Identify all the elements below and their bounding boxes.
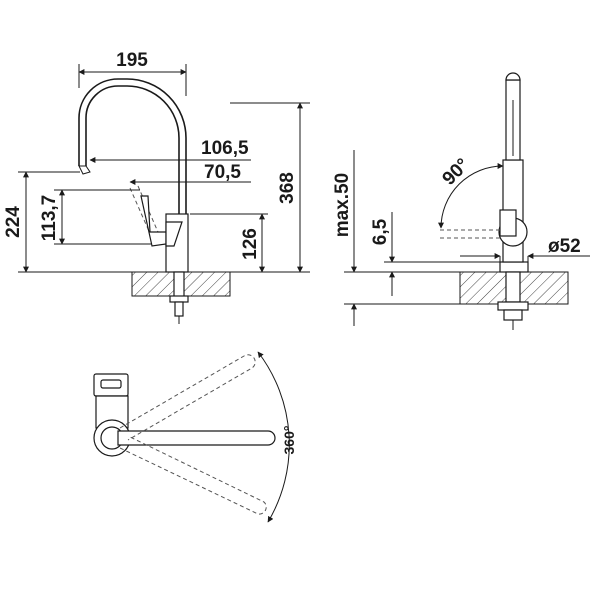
side-lever-angle-label: 90° [439,155,474,190]
side-base-height-label: 6,5 [370,218,391,245]
top-spout-dashed-upper [119,354,256,441]
top-body [95,395,129,429]
front-total-height-label: 368 [277,172,298,204]
side-angle-arc [438,163,504,229]
top-spout-dashed-lower [119,435,267,515]
front-width-label: 195 [116,50,148,71]
front-base-mount [173,271,185,299]
front-spout-reach-label: 106,5 [201,138,249,159]
side-lever-handle [499,209,517,237]
top-rotation-arc [257,351,290,523]
side-base-plate [499,261,529,273]
front-spout-outer [85,85,180,214]
front-outlet-height-label: 224 [3,206,24,238]
front-view: 195 106,5 70,5 368 126 224 113,7 [3,50,310,324]
front-lever-height-label: 113,7 [39,195,60,242]
side-mount-rod [505,271,521,303]
top-spout [117,430,276,446]
side-counter-thickness-label: max.50 [332,173,353,237]
front-spout-inner [78,78,187,214]
front-mount-nut [169,295,189,303]
side-mount-nut [497,301,529,311]
top-rotation-label: 360° [281,426,297,455]
side-view: 90° max.50 6,5 ø52 [332,72,590,330]
top-view: 360° [93,351,297,523]
front-body-offset-label: 70,5 [204,162,241,183]
front-body-height-label: 126 [240,228,261,260]
front-hose-fitting [174,301,184,317]
side-base-diameter-label: ø52 [548,236,581,257]
